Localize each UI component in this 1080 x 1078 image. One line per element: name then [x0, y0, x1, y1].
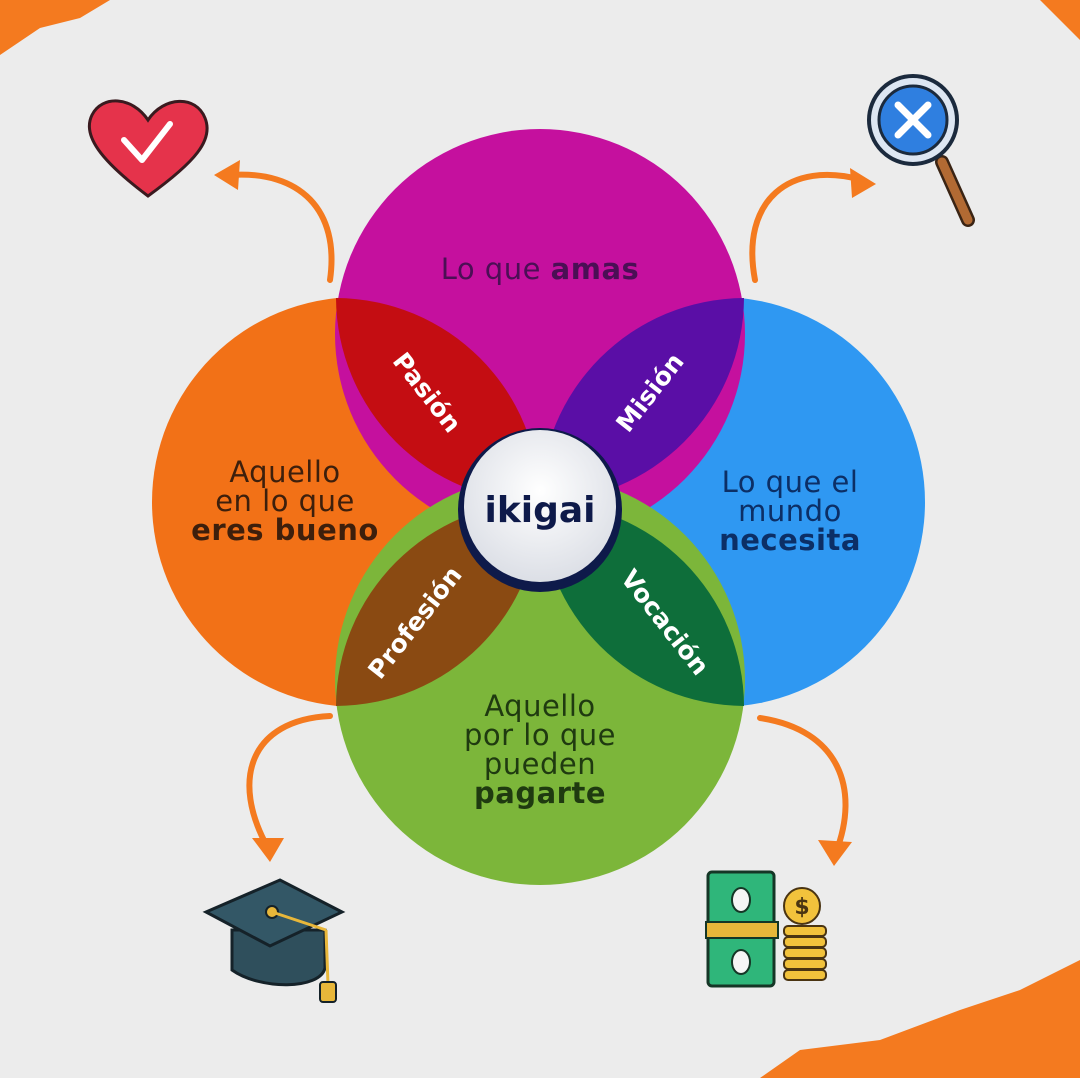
label-left-line2: en lo que [215, 484, 355, 518]
label-right: Lo que el mundo necesita [685, 468, 895, 555]
graduation-cap-icon [202, 878, 346, 1003]
label-top-bold: amas [550, 252, 640, 286]
label-bottom-line1: Aquello [484, 689, 596, 723]
arrowhead-top-right [850, 168, 876, 198]
label-left-line1: Aquello [229, 455, 341, 489]
magnifier-icon [867, 74, 975, 227]
arrow-top-right [749, 172, 865, 283]
label-right-line2: mundo [738, 494, 842, 528]
label-top: Lo que amas [390, 255, 690, 284]
orange-corner-bottom-right [760, 960, 1080, 1078]
label-bottom: Aquello por lo que pueden pagarte [410, 692, 670, 808]
money-coins-icon: $ [705, 870, 827, 988]
center-button [464, 430, 616, 582]
heart-check-icon [87, 99, 209, 198]
arrow-bottom-right [757, 715, 849, 855]
label-left-bold: eres bueno [191, 513, 379, 547]
label-right-line1: Lo que el [721, 465, 859, 499]
label-right-bold: necesita [719, 523, 861, 557]
arrowhead-bottom-right [818, 840, 852, 866]
arrowhead-bottom-left [252, 838, 284, 862]
label-bottom-bold: pagarte [474, 776, 606, 810]
arrowhead-top-left [214, 160, 240, 190]
label-bottom-line2: por lo que [464, 718, 616, 752]
arrow-top-left [227, 171, 335, 283]
orange-corner-top-left [0, 0, 110, 55]
orange-corner-top-right [1040, 0, 1080, 40]
label-left: Aquello en lo que eres bueno [165, 458, 405, 545]
label-top-line1: Lo que [440, 252, 541, 286]
arrow-bottom-left [246, 713, 333, 851]
svg-text:$: $ [794, 895, 809, 920]
center-label: ikigai [484, 489, 596, 531]
label-bottom-line3: pueden [483, 747, 597, 781]
